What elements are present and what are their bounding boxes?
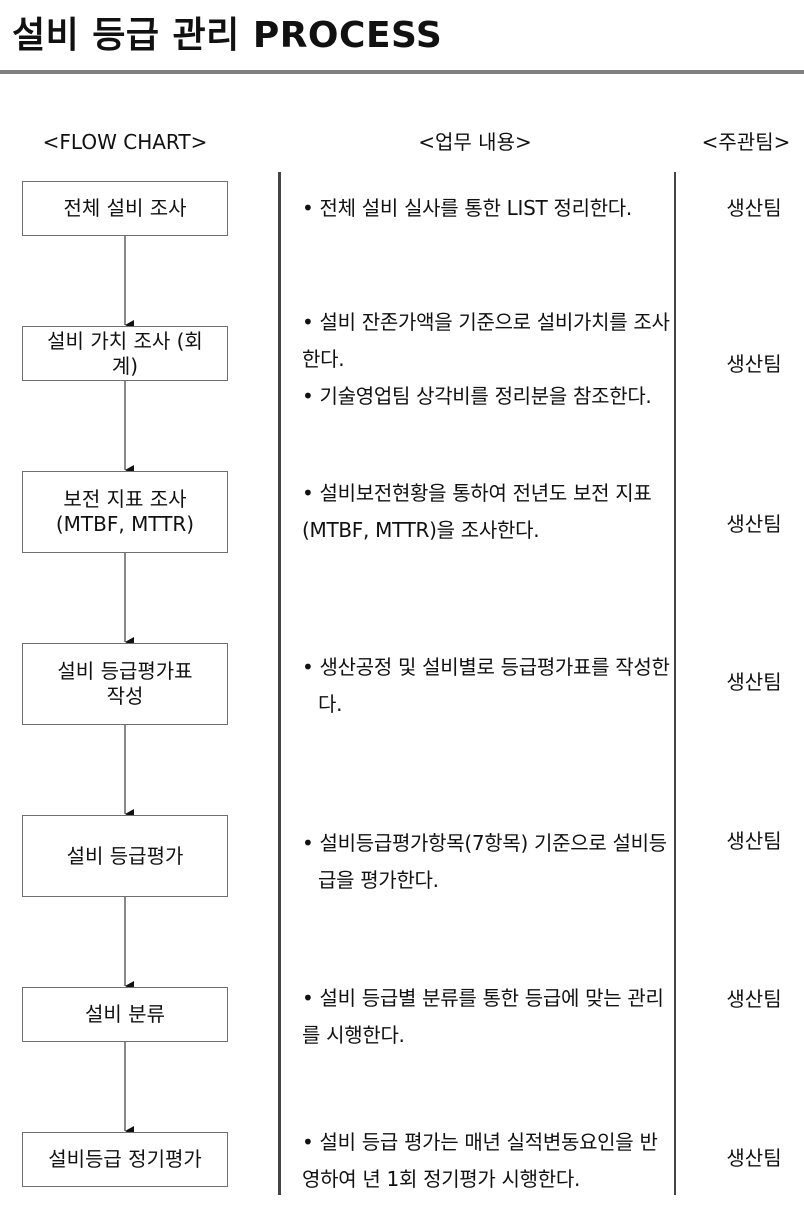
flow-step-classification: 설비 분류	[22, 987, 228, 1042]
column-header-task: <업무 내용>	[418, 130, 532, 154]
title-divider	[0, 70, 804, 74]
task-description-6: • 설비 등급별 분류를 통한 등급에 맞는 관리를 시행한다.	[302, 980, 670, 1054]
column-header-flow-chart: <FLOW CHART>	[42, 130, 208, 154]
task-paragraph: • 설비 잔존가액을 기준으로 설비가치를 조사한다.	[302, 310, 670, 371]
team-label-7: 생산팀	[726, 1146, 782, 1170]
task-description-5: • 설비등급평가항목(7항목) 기준으로 설비등급을 평가한다.	[302, 825, 670, 899]
task-description-1: • 전체 설비 실사를 통한 LIST 정리한다.	[302, 190, 670, 227]
task-paragraph: • 설비등급평가항목(7항목) 기준으로 설비등급을 평가한다.	[302, 831, 667, 892]
flow-step-value-survey: 설비 가치 조사 (회 계)	[22, 326, 228, 381]
flow-step-grade-evaluation: 설비 등급평가	[22, 815, 228, 897]
team-label-4: 생산팀	[726, 670, 782, 694]
task-paragraph: • 설비 등급별 분류를 통한 등급에 맞는 관리를 시행한다.	[302, 986, 664, 1047]
task-paragraph: • 설비 등급 평가는 매년 실적변동요인을 반영하여 년 1회 정기평가 시행…	[302, 1130, 658, 1191]
team-label-6: 생산팀	[726, 987, 782, 1011]
column-divider-left	[278, 172, 281, 1195]
team-label-3: 생산팀	[726, 512, 782, 536]
flow-step-equipment-survey: 전체 설비 조사	[22, 181, 228, 236]
task-paragraph: • 생산공정 및 설비별로 등급평가표를 작성한다.	[302, 655, 670, 716]
flow-step-periodic-evaluation: 설비등급 정기평가	[22, 1132, 228, 1187]
flow-step-maintenance-index: 보전 지표 조사 (MTBF, MTTR)	[22, 471, 228, 553]
column-header-team: <주관팀>	[701, 130, 791, 154]
task-paragraph: • 설비보전현황을 통하여 전년도 보전 지표 (MTBF, MTTR)을 조사…	[302, 481, 652, 542]
page-title: 설비 등급 관리 PROCESS	[12, 15, 443, 56]
team-label-1: 생산팀	[726, 196, 782, 220]
team-label-2: 생산팀	[726, 352, 782, 376]
task-paragraph: • 기술영업팀 상각비를 정리분을 참조한다.	[302, 384, 652, 408]
column-divider-right	[674, 172, 676, 1195]
flow-step-grade-sheet: 설비 등급평가표 작성	[22, 643, 228, 725]
task-description-4: • 생산공정 및 설비별로 등급평가표를 작성한다.	[302, 649, 670, 723]
team-label-5: 생산팀	[726, 829, 782, 853]
task-description-3: • 설비보전현황을 통하여 전년도 보전 지표 (MTBF, MTTR)을 조사…	[302, 475, 670, 549]
task-description-7: • 설비 등급 평가는 매년 실적변동요인을 반영하여 년 1회 정기평가 시행…	[302, 1124, 670, 1198]
task-description-2: • 설비 잔존가액을 기준으로 설비가치를 조사한다. • 기술영업팀 상각비를…	[302, 304, 670, 415]
task-paragraph: • 전체 설비 실사를 통한 LIST 정리한다.	[302, 196, 632, 220]
